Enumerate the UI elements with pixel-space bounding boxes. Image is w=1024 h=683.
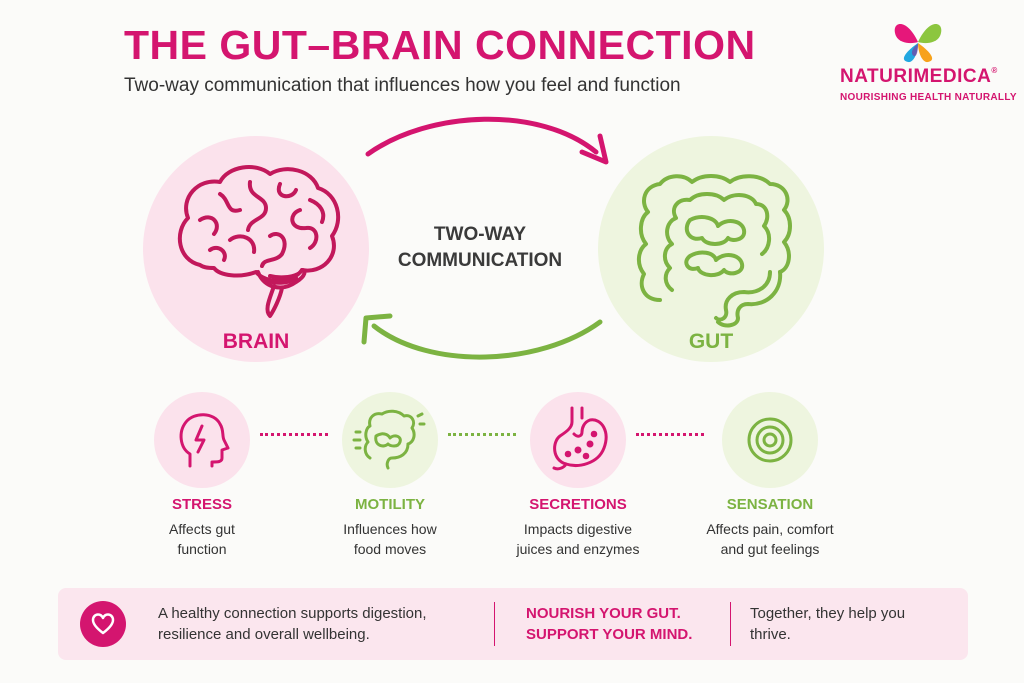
arrow-brain-to-gut-icon [365,116,609,165]
target-icon [747,417,793,463]
secretions-circle [530,392,626,488]
footer-divider-2 [730,602,731,646]
factor-title-sensation: SENSATION [726,496,814,513]
brain-label: BRAIN [222,330,290,353]
dotted-connector-1 [260,433,328,436]
footer-text-wellbeing: A healthy connection supports digestion,… [158,605,427,643]
brand-tagline: NOURISHING HEALTH NATURALLY [840,92,1017,103]
factor-title-secretions: SECRETIONS [529,496,627,513]
heart-badge [80,601,126,647]
dotted-connector-3 [636,433,704,436]
footer-banner [58,588,968,660]
page-subtitle: Two-way communication that influences ho… [124,75,681,96]
footer-slogan: NOURISH YOUR GUT.SUPPORT YOUR MIND. [526,605,693,643]
brain-icon [178,165,341,318]
page-title: THE GUT–BRAIN CONNECTION [124,22,756,68]
gut-label: GUT [688,330,734,353]
arrow-gut-to-brain-icon [361,313,603,360]
butterfly-logo-icon [894,24,942,63]
stomach-icon [552,406,608,471]
two-way-line1: TWO-WAY [433,224,527,245]
registered-mark: ® [991,66,998,75]
factor-title-motility: MOTILITY [355,496,425,513]
heart-icon [91,613,115,635]
factor-title-stress: STRESS [171,496,232,513]
footer-divider-1 [494,602,495,646]
intestine-motion-icon [352,409,426,470]
sensation-circle [722,392,818,488]
brand-name: NATURIMEDICA® [840,66,998,87]
intestine-icon [637,174,792,328]
head-lightning-icon [179,413,230,468]
two-way-label: TWO-WAY COMMUNICATION [380,222,580,274]
two-way-line2: COMMUNICATION [397,250,563,271]
dotted-connector-2 [448,433,516,436]
